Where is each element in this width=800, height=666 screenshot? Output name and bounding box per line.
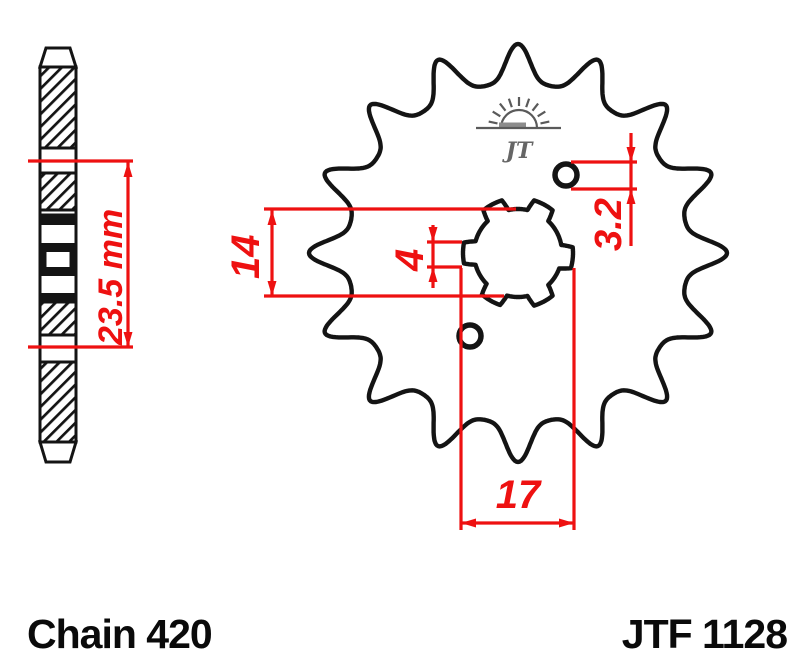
side-view-hatched-section <box>38 171 78 212</box>
dimension-spline-notch-label: 4 <box>388 249 432 272</box>
dimension-side-width: 23.5 mm <box>28 159 133 349</box>
side-view-bottom-chamfer <box>37 440 79 464</box>
side-view-top-chamfer <box>37 46 79 69</box>
sun-arc <box>499 108 539 129</box>
side-view-hatched-section <box>38 300 78 337</box>
side-view-hatched-section <box>38 360 78 444</box>
splined-bore-outline <box>460 198 576 308</box>
part-number-label: JTF 1128 <box>621 611 788 657</box>
sun-rays <box>488 97 550 125</box>
chain-size-label: Chain 420 <box>27 611 213 657</box>
front-view-sprocket <box>306 41 730 465</box>
side-view-hatched-section <box>38 65 78 150</box>
dimension-small-hole-label: 3.2 <box>588 198 630 251</box>
sun-shade-bar <box>499 122 526 128</box>
jt-rising-sun-logo: JT <box>476 97 561 164</box>
jt-monogram: JT <box>502 138 534 164</box>
dimension-annotations: 23.5 mm 14 4 3.2 17 <box>28 133 637 530</box>
small-hole-bottom-left <box>456 322 484 350</box>
small-hole-top-right <box>552 161 580 189</box>
dimension-spline-span-label: 17 <box>496 473 542 517</box>
dimension-bore-label: 14 <box>224 235 268 280</box>
dimension-spline-span: 17 <box>459 268 576 530</box>
dimension-side-width-label: 23.5 mm <box>92 209 130 346</box>
side-view-cross-section <box>37 46 79 464</box>
dimension-small-hole: 3.2 <box>571 133 637 251</box>
dimension-spline-notch: 4 <box>388 225 462 288</box>
side-view-chain-links <box>38 213 78 304</box>
dimension-bore-diameter: 14 <box>224 207 516 298</box>
